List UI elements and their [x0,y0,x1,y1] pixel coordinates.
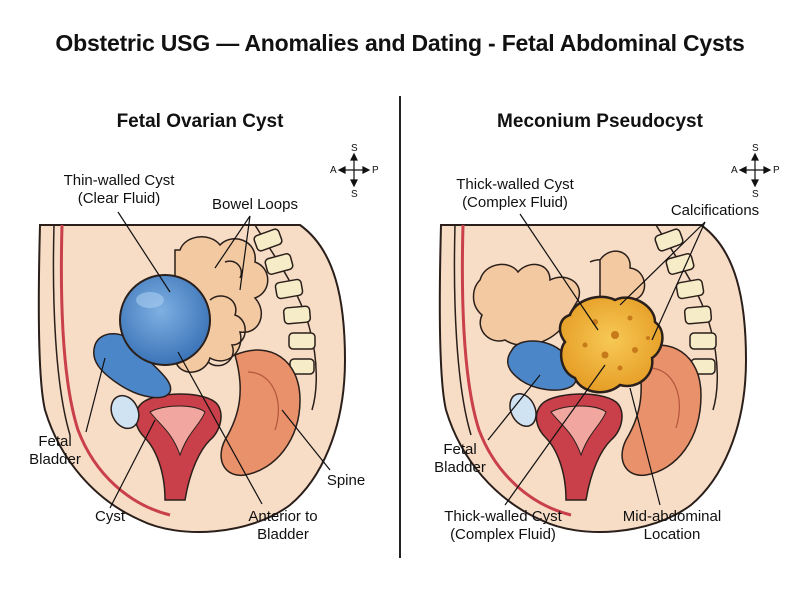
right-compass-superior: S [752,143,759,154]
label-thick-walled-cyst-bottom: Thick-walled Cyst (Complex Fluid) [444,508,562,543]
label-anterior-to-bladder: Anterior to Bladder [248,508,318,543]
left-leader-lines [85,211,331,509]
right-leader-lines [487,213,706,506]
label-spine: Spine [326,472,366,489]
left-ovarian-cyst [119,274,211,366]
page-title: Obstetric USG — Anomalies and Dating - F… [55,30,745,56]
label-left-fetal-bladder: Fetal Bladder [29,433,81,468]
right-compass-posterior: P [773,165,780,176]
right-light-bladder [509,393,537,427]
right-calcification-specks [582,315,650,371]
panel-divider [399,96,401,558]
left-light-bladder [110,394,140,430]
right-bowel-loops [472,250,646,346]
left-compass-inferior: S [351,189,358,200]
right-compass-anterior: A [731,165,738,176]
label-calcifications: Calcifications [670,202,760,219]
left-panel-title: Fetal Ovarian Cyst [116,111,284,132]
right-fetal-bladder [507,340,578,391]
right-panel-title: Meconium Pseudocyst [497,111,703,132]
right-anatomy [438,224,748,533]
left-spine [253,224,317,411]
label-cyst: Cyst [95,508,125,525]
right-compass-inferior: S [752,189,759,200]
left-abdominal-wall [59,224,171,517]
left-compass-anterior: A [330,165,337,176]
left-compass-arrows [337,152,371,188]
right-spine [654,224,718,411]
label-mid-abdominal-location: Mid-abdominal Location [622,508,722,543]
left-pelvic-organs [134,349,301,501]
label-right-fetal-bladder: Fetal Bladder [434,441,486,476]
right-meconium-pseudocyst [558,295,664,394]
label-thin-walled-cyst: Thin-walled Cyst (Clear Fluid) [63,172,175,207]
left-compass-posterior: P [372,165,379,176]
left-anatomy [37,224,347,533]
right-compass-arrows [738,152,772,188]
label-bowel-loops: Bowel Loops [212,196,298,213]
label-thick-walled-cyst-top: Thick-walled Cyst (Complex Fluid) [456,176,574,211]
right-abdominal-wall [460,224,572,517]
left-compass-superior: S [351,143,358,154]
